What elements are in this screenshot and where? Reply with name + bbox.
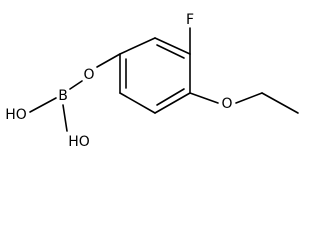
bond-boron-hydroxyl-top: [29, 97, 57, 113]
hydroxyl-bottom-label: HO: [68, 134, 90, 150]
bond-ether-oxygen-ch2: [235, 92, 263, 104]
benzene-ring: [119, 37, 191, 114]
boron-label: B: [58, 88, 68, 104]
ring-bond-4: [119, 92, 156, 114]
bond-ch2-ch3: [261, 92, 299, 114]
ether-oxygen-label: O: [221, 96, 232, 112]
bond-ring-linker-oxygen: [96, 53, 121, 68]
ring-bond-3: [154, 92, 191, 114]
bond-boron-hydroxyl-bottom: [62, 104, 68, 132]
fluorine-label: F: [186, 12, 194, 28]
linker-oxygen-label: O: [83, 67, 94, 83]
ring-double-bond-b: [156, 88, 185, 106]
hydroxyl-top-label: HO: [5, 107, 27, 123]
structure-diagram: F O O B HO HO: [5, 12, 299, 150]
bond-linker-oxygen-boron: [69, 80, 83, 90]
molecule-drawing: F O O B HO HO: [5, 12, 299, 150]
ring-bond-6: [119, 37, 156, 55]
bond-ring-ether-oxygen: [189, 92, 219, 104]
ring-double-bond-a: [156, 44, 185, 59]
ring-bond-1: [154, 37, 191, 55]
